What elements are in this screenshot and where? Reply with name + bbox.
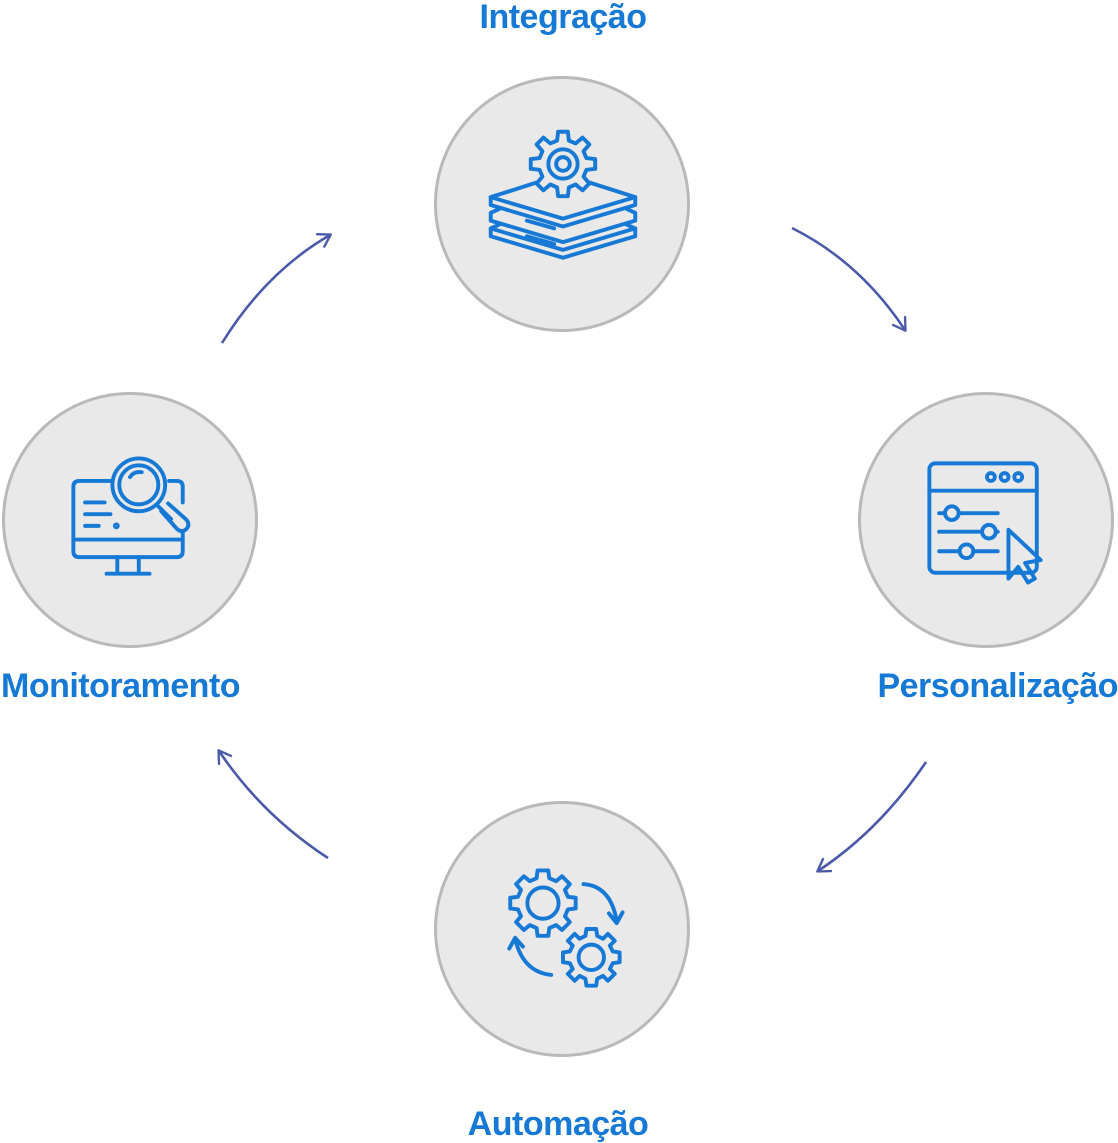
arrow-automacao-to-monitoramento — [217, 749, 329, 860]
step-label-monitoramento: Monitoramento — [1, 667, 241, 705]
gears-cycle-icon — [507, 868, 625, 988]
layers-gear-icon — [488, 129, 638, 260]
step-node-automacao — [434, 801, 690, 1057]
monitor-search-icon — [71, 456, 191, 576]
arrow-monitoramento-to-integracao — [220, 233, 332, 344]
browser-sliders-cursor-icon — [927, 461, 1043, 585]
arrow-personalizacao-to-automacao — [816, 761, 928, 873]
step-label-personalizacao: Personalização — [877, 667, 1118, 705]
step-label-integracao: Integração — [479, 0, 647, 36]
step-node-monitoramento — [2, 392, 258, 648]
step-node-integracao — [434, 76, 690, 332]
step-label-automacao: Automação — [467, 1105, 649, 1143]
arrow-integracao-to-personalizacao — [791, 226, 907, 332]
step-node-personalizacao — [858, 392, 1114, 648]
